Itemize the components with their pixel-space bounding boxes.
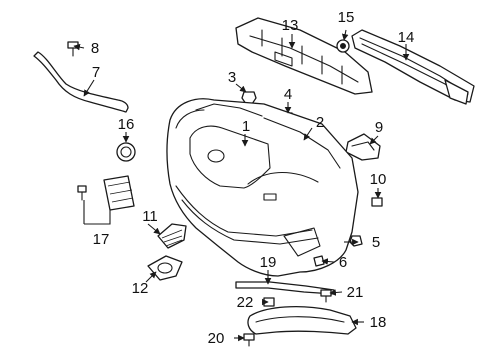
screw-21 bbox=[320, 289, 332, 303]
callout-3: 3 bbox=[228, 69, 236, 86]
callout-16: 16 bbox=[118, 116, 135, 133]
callout-2: 2 bbox=[316, 114, 324, 131]
callout-5: 5 bbox=[372, 234, 380, 251]
license-bracket-17 bbox=[77, 175, 135, 211]
bumper-reinforcement-part bbox=[351, 29, 475, 105]
callout-19: 19 bbox=[260, 254, 277, 271]
emblem-16 bbox=[116, 142, 136, 162]
lower-spoiler-18 bbox=[247, 305, 357, 335]
leader-lines bbox=[73, 29, 410, 342]
callout-6: 6 bbox=[339, 254, 347, 271]
bumper-cover-part bbox=[166, 98, 359, 277]
callout-22: 22 bbox=[237, 294, 254, 311]
callout-11: 11 bbox=[142, 208, 158, 225]
screw-10 bbox=[371, 197, 383, 207]
callout-4: 4 bbox=[284, 86, 292, 103]
callout-9: 9 bbox=[375, 119, 383, 136]
callout-13: 13 bbox=[282, 17, 299, 34]
lower-molding-19 bbox=[235, 281, 335, 295]
callout-labels: 13 15 14 8 7 3 4 1 2 16 9 10 17 11 12 5 … bbox=[91, 9, 415, 347]
fog-lamp-bezel-12 bbox=[147, 255, 183, 281]
callout-18: 18 bbox=[370, 314, 387, 331]
callout-14: 14 bbox=[398, 29, 415, 46]
callout-20: 20 bbox=[208, 330, 225, 347]
callout-15: 15 bbox=[338, 9, 355, 26]
callout-7: 7 bbox=[92, 64, 100, 81]
screw-8 bbox=[67, 41, 79, 57]
callout-1: 1 bbox=[242, 118, 250, 135]
screw-20 bbox=[243, 333, 255, 347]
grille-insert-11 bbox=[157, 223, 187, 249]
callout-17: 17 bbox=[93, 231, 110, 248]
clip-nut-15 bbox=[336, 39, 350, 53]
callout-10: 10 bbox=[370, 171, 387, 188]
side-retainer-strip bbox=[33, 51, 129, 113]
energy-absorber-part bbox=[235, 17, 373, 95]
callout-21: 21 bbox=[347, 284, 364, 301]
callout-12: 12 bbox=[132, 280, 149, 297]
clip-5 bbox=[349, 235, 363, 247]
callout-8: 8 bbox=[91, 40, 99, 57]
